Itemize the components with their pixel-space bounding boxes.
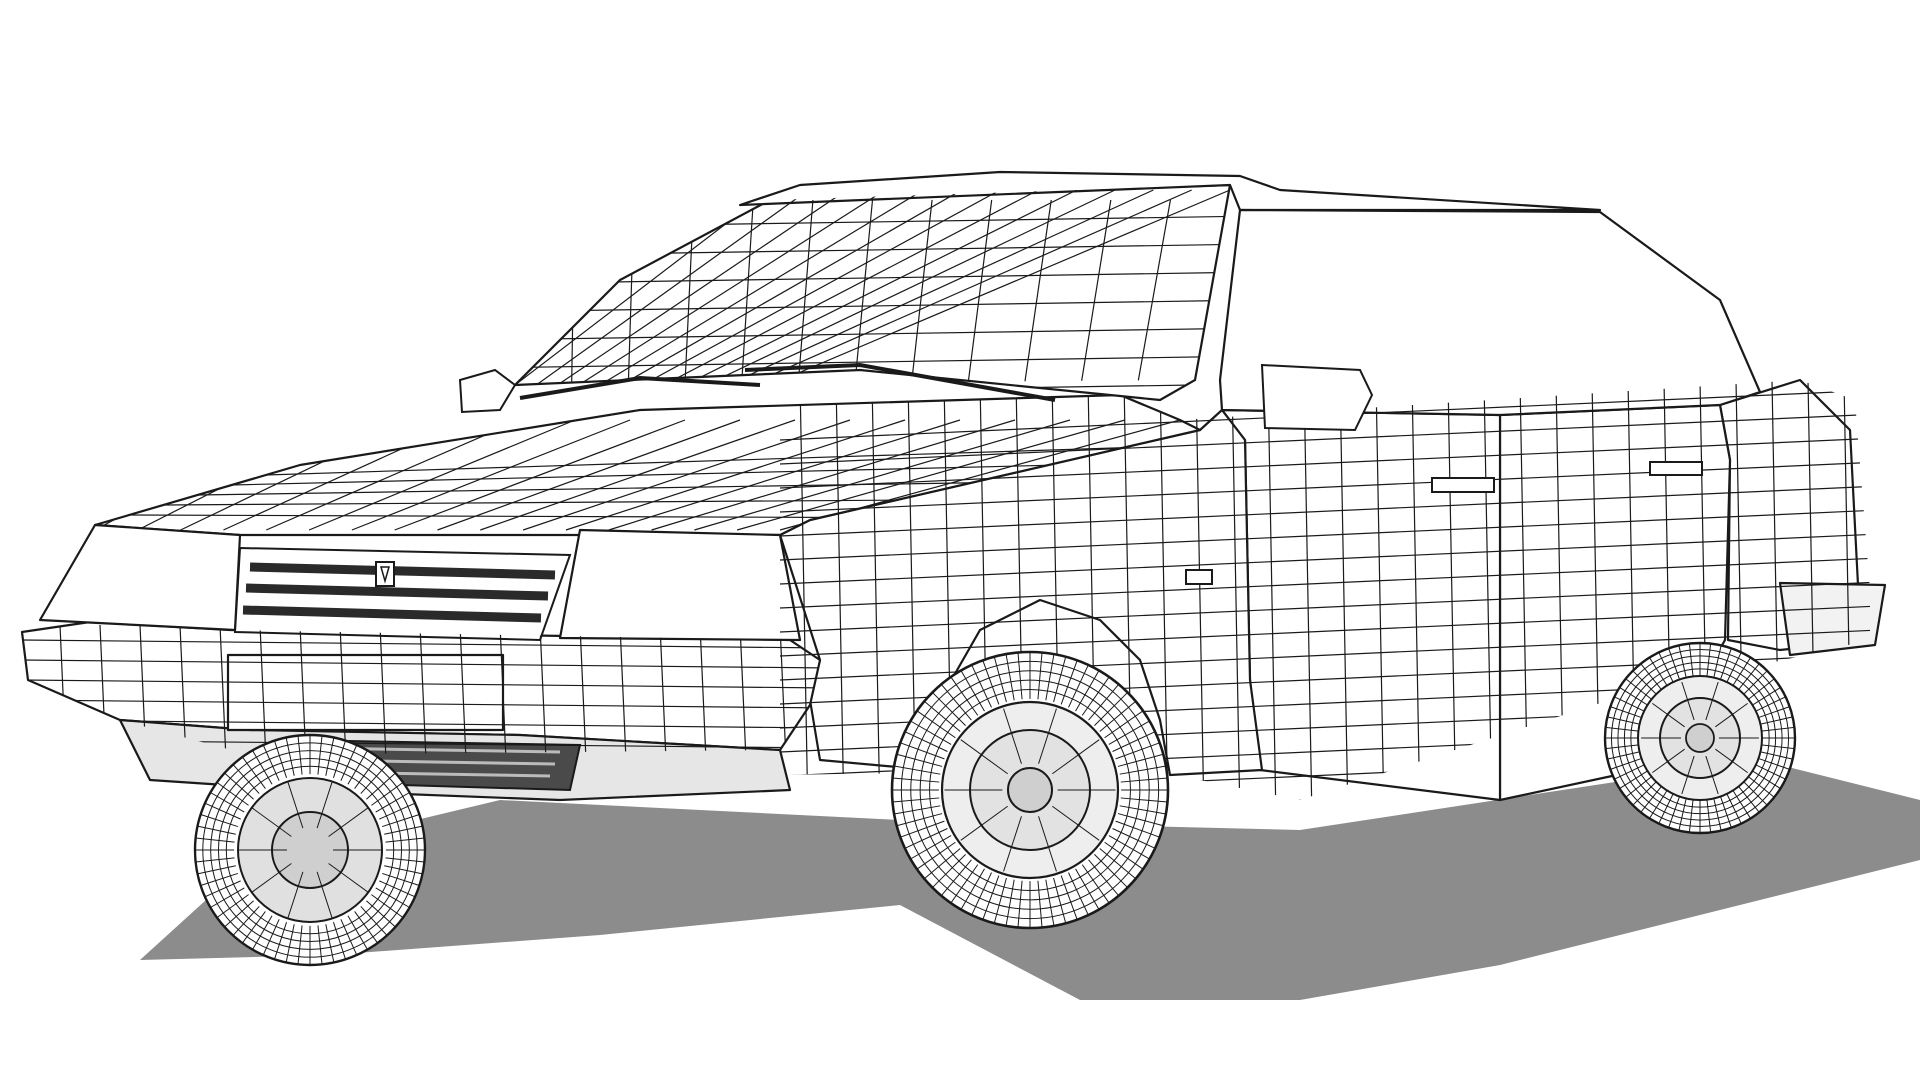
car-brand-emblem-icon: [375, 561, 395, 587]
door-handles: [1185, 461, 1703, 585]
side-mirror-right: [1260, 363, 1374, 432]
license-plate: [226, 653, 505, 732]
front-grille: [233, 546, 572, 642]
windshield-wipers: [519, 362, 1056, 402]
wheel-front-right: [890, 650, 1170, 930]
wheel-rear-right: [1603, 641, 1797, 835]
wheel-front-left: [193, 733, 427, 967]
side-mirror-left: [458, 368, 517, 414]
car-body: [20, 170, 1887, 802]
